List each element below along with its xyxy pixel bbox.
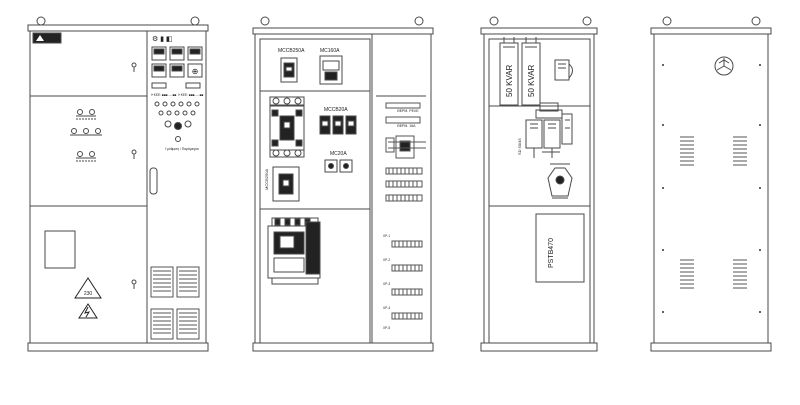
switch-label: SD 50/45 bbox=[517, 138, 522, 155]
door-lock-icon bbox=[131, 62, 137, 72]
selector-caption: Ι·ρύθμιση / Παράμετροι bbox=[165, 147, 199, 151]
mccb-lower-breaker bbox=[272, 166, 300, 202]
terminal-label-1: XP-1 bbox=[383, 234, 390, 238]
mc-20a-contactor-pair bbox=[324, 159, 353, 173]
soft-starter-unit bbox=[267, 217, 321, 285]
label-mc160a: MC160A bbox=[320, 48, 340, 54]
panel-front-door-view: ⚡ 230 ⊕ bbox=[27, 16, 209, 352]
rear-cover-plate bbox=[653, 33, 769, 344]
cabinet-top-cap bbox=[27, 24, 209, 32]
mccb-250a-breaker bbox=[280, 57, 298, 83]
control-relay-icon bbox=[554, 59, 573, 81]
softstarter-label: PSTB470 bbox=[548, 238, 555, 268]
softstarter-box: PSTB470 bbox=[535, 213, 585, 283]
svg-text:⚙ ▮ ◧: ⚙ ▮ ◧ bbox=[152, 35, 173, 43]
relay-label-bottom: ΘΕΡΜ. 16A bbox=[397, 124, 416, 128]
cabinet-body bbox=[29, 30, 207, 344]
high-voltage-warning-icon bbox=[78, 303, 98, 319]
cabinet-plinth bbox=[650, 342, 772, 352]
lifting-eye-icon bbox=[260, 16, 270, 26]
mc-160a-contactor bbox=[319, 55, 343, 85]
lifting-eye-icon bbox=[582, 16, 592, 26]
inspection-window bbox=[44, 230, 76, 269]
mccb-main-breaker bbox=[269, 96, 305, 158]
svg-text:⚡: ⚡ bbox=[47, 36, 51, 43]
cabinet-plinth bbox=[252, 342, 434, 352]
lifting-eye-icon bbox=[489, 16, 499, 26]
capacitor-unit-1: 50 KVAR bbox=[499, 37, 519, 106]
terminal-label-2: XP-2 bbox=[383, 258, 390, 262]
meter-grid: ⊕ bbox=[151, 46, 203, 78]
panel-rear-view bbox=[650, 16, 772, 352]
door-lock-icon bbox=[131, 279, 137, 289]
terminal-label-5: XP-5 bbox=[383, 326, 390, 330]
cabinet-plinth bbox=[27, 342, 209, 352]
label-mc20a: MC20A bbox=[330, 151, 347, 157]
cabinet-top-cap bbox=[480, 27, 598, 35]
label-mccb20a: MCCB20A bbox=[324, 107, 348, 113]
fuse-holder-assembly bbox=[547, 163, 573, 199]
nameplate-logo-icon bbox=[32, 32, 62, 44]
meter-caption-left: Ι+ΚΕΕ: ■■■ --- ■■ bbox=[151, 93, 177, 97]
door-handle-icon[interactable] bbox=[149, 167, 158, 195]
terminal-block-strips bbox=[385, 167, 423, 320]
lifting-eye-icon bbox=[751, 16, 761, 26]
terminal-label-4: XP-4 bbox=[383, 306, 390, 310]
panel-capacitor-bank-view: 50 KVAR 50 KVAR SD 50/45 PSTB470 bbox=[480, 16, 598, 352]
lifting-eye-icon bbox=[190, 16, 200, 26]
danger-sign-label: 230 bbox=[84, 291, 93, 297]
door-lock-icon bbox=[131, 149, 137, 159]
fan-icon bbox=[714, 56, 734, 76]
svg-text:⊕: ⊕ bbox=[192, 67, 199, 76]
label-mccb250a: MCCB250A bbox=[278, 48, 305, 54]
din-rail-relays bbox=[385, 102, 426, 159]
cabinet-plinth bbox=[480, 342, 598, 352]
mccb-20a-breaker-row bbox=[319, 115, 357, 135]
capacitor-1-label: 50 KVAR bbox=[505, 64, 514, 97]
danger-sign: 230 bbox=[74, 277, 102, 299]
lifting-eye-icon bbox=[414, 16, 424, 26]
cover-bolt-row bbox=[662, 64, 761, 313]
capacitor-2-label: 50 KVAR bbox=[527, 64, 536, 97]
indicator-lamp-row bbox=[154, 101, 200, 116]
pilot-lamp-cluster bbox=[70, 109, 102, 162]
cable-grommet-row bbox=[271, 109, 303, 147]
mounting-plate bbox=[488, 38, 591, 344]
meter-caption-right: Ι+ΚΕΕ: ■■■ --- ■■ bbox=[178, 93, 204, 97]
lifting-eye-icon bbox=[662, 16, 672, 26]
relay-label-top: ΘΕΡΜ. ΡΕΛΕ bbox=[397, 109, 419, 113]
vent-louver-icon bbox=[680, 136, 747, 289]
selector-switch-icon[interactable] bbox=[164, 120, 192, 142]
cabinet-top-cap bbox=[650, 27, 772, 35]
label-mccb250a-side: MCCB250A bbox=[264, 169, 269, 190]
vent-louver-grid bbox=[150, 266, 200, 340]
mounting-plate-left bbox=[259, 38, 371, 344]
terminal-label-3: XP-3 bbox=[383, 282, 390, 286]
lifting-eye-icon bbox=[36, 16, 46, 26]
capacitor-contactor-assembly bbox=[525, 102, 573, 158]
cabinet-top-cap bbox=[252, 27, 434, 35]
capacitor-unit-2: 50 KVAR bbox=[521, 37, 541, 106]
panel-internal-mcc-view: MCCB250A MC160A MCCB250A MCCB20A MC20 bbox=[252, 16, 434, 352]
